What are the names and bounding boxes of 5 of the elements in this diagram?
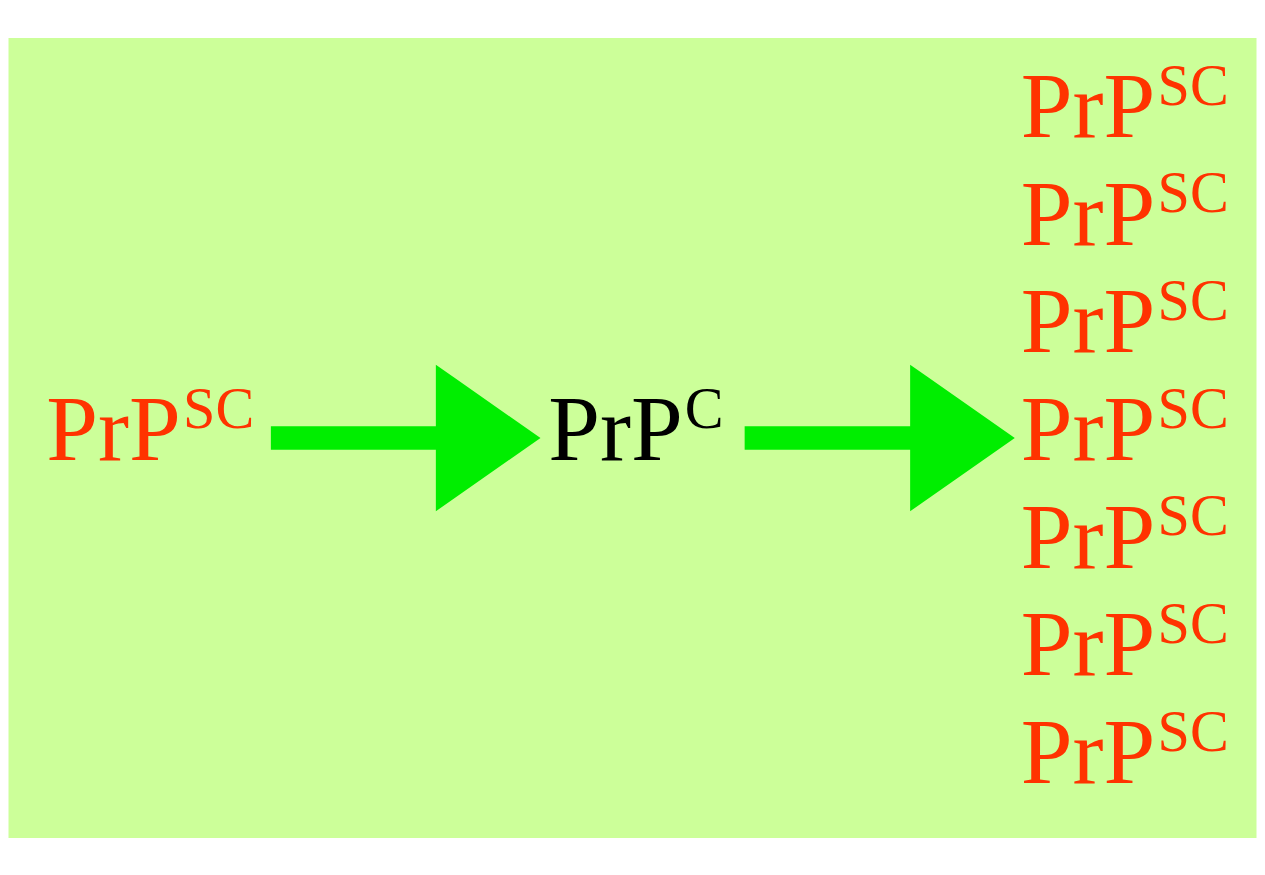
node-text: PrP$^{SC}$ PrP$^{SC}$ PrP$^{SC}$ PrP$^{SC}$ PrP$^{SC}$ PrP$^{SC}$ PrP$^{SC}$ <box>1020 52 1229 803</box>
arrow <box>270 364 541 511</box>
node-text: PrP$^{C}$ <box>548 375 724 480</box>
node-text: PrP$^{SC}$ <box>46 375 255 480</box>
arrow <box>744 364 1015 511</box>
